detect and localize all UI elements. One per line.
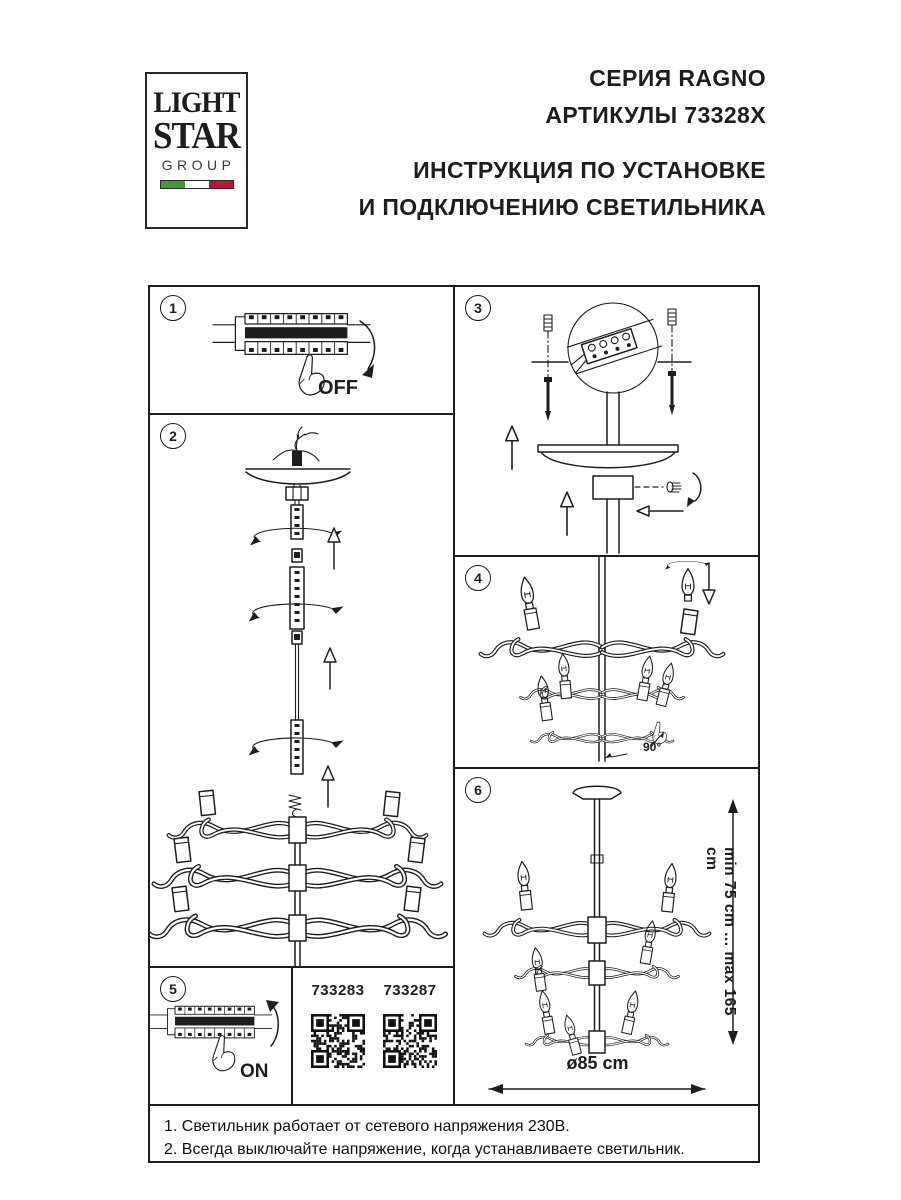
instruction-title-line2: И ПОДКЛЮЧЕНИЮ СВЕТИЛЬНИКА [358, 194, 766, 220]
terminal-block [566, 318, 663, 375]
step-1-badge: 1 [160, 295, 186, 321]
qr-panel: 733283 733287 [293, 968, 455, 1104]
note-line: 1. Светильник работает от сетевого напря… [164, 1118, 570, 1135]
diameter-dimension-label: ø85 cm [566, 1053, 629, 1073]
note-line: 2. Всегда выключайте напряжение, когда у… [164, 1141, 685, 1158]
logo-word-star: STAR [153, 115, 241, 157]
step-5-badge: 5 [160, 976, 186, 1002]
finished-chandelier-drawing [482, 785, 738, 1094]
logo-word-group: GROUP [161, 157, 236, 173]
rod-assembly-drawing [150, 426, 453, 966]
articles-title: АРТИКУЛЫ 73328X [545, 102, 766, 128]
instruction-title-line1: ИНСТРУКЦИЯ ПО УСТАНОВКЕ [413, 157, 766, 183]
qr-code [383, 1014, 437, 1068]
document-title-block: СЕРИЯ RAGNO АРТИКУЛЫ 73328X ИНСТРУКЦИЯ П… [359, 60, 766, 226]
article-code: 733287 [383, 982, 437, 999]
article-code: 733283 [311, 982, 365, 999]
step-3-badge: 3 [465, 295, 491, 321]
step-4-panel: 4 [455, 557, 758, 769]
bulb-install-drawing [455, 557, 758, 762]
step-2-panel: 2 [150, 415, 455, 968]
step-2-badge: 2 [160, 423, 186, 449]
step-4-badge: 4 [465, 565, 491, 591]
screw-icon [666, 481, 682, 493]
qr-code [311, 1014, 365, 1068]
step-6-badge: 6 [465, 777, 491, 803]
step-6-panel: 6 [455, 769, 758, 1104]
ceiling-mount-drawing [504, 302, 702, 554]
off-label: OFF [318, 377, 358, 399]
on-label: ON [240, 1061, 269, 1082]
lightstar-logo: LIGHT STAR GROUP [145, 72, 248, 229]
italian-flag-icon [159, 180, 234, 189]
logo-word-light: LIGHT [153, 86, 241, 119]
series-title: СЕРИЯ RAGNO [589, 65, 766, 91]
instruction-table: 1 OFF 2 [148, 285, 760, 1163]
step-3-panel: 3 [455, 287, 758, 557]
safety-notes: 1. Светильник работает от сетевого напря… [150, 1104, 758, 1159]
breaker-off-drawing [212, 313, 376, 396]
breaker-on-drawing [150, 1000, 279, 1072]
height-dimension-label: min 75 cm ... max 165 cm [703, 847, 738, 1017]
step-1-panel: 1 OFF [150, 287, 455, 415]
step-5-panel: 5 ON [150, 968, 293, 1104]
angle-label: 90° [643, 740, 662, 754]
